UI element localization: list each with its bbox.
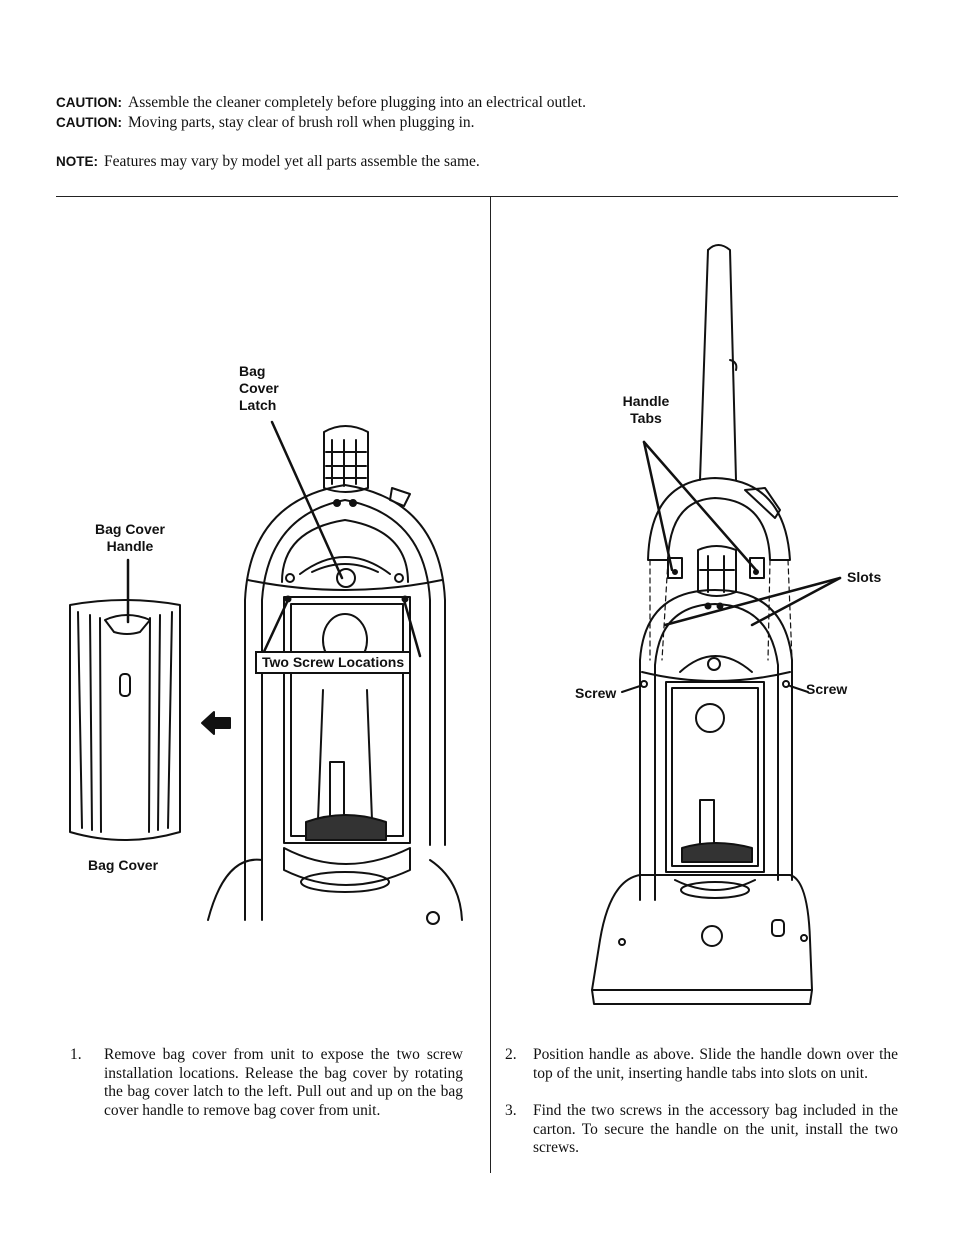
caution-text: Moving parts, stay clear of brush roll w… bbox=[128, 114, 475, 131]
step-number: 1. bbox=[70, 1046, 82, 1063]
vacuum-body-right-illustration bbox=[591, 244, 813, 1005]
caution-text: Assemble the cleaner completely before p… bbox=[128, 94, 586, 111]
note-features: NOTE: Features may vary by model yet all … bbox=[56, 152, 480, 172]
step-number: 2. bbox=[505, 1046, 517, 1063]
caution-label: CAUTION: bbox=[56, 95, 122, 110]
bag-cover-illustration bbox=[69, 599, 181, 841]
vertical-divider bbox=[490, 196, 491, 1173]
note-label: NOTE: bbox=[56, 154, 98, 169]
bag-cover-latch-label: Bag Cover Latch bbox=[239, 363, 279, 413]
slots-label: Slots bbox=[847, 569, 882, 585]
step-number: 3. bbox=[505, 1102, 517, 1119]
caution-label: CAUTION: bbox=[56, 115, 122, 130]
step-text: Find the two screws in the accessory bag… bbox=[533, 1102, 898, 1156]
two-screw-locations-label: Two Screw Locations bbox=[255, 651, 412, 674]
screw-right-label: Screw bbox=[806, 681, 848, 697]
handle-tabs-label: Handle Tabs bbox=[622, 393, 670, 426]
note-text: Features may vary by model yet all parts… bbox=[104, 153, 480, 170]
horizontal-divider bbox=[56, 196, 898, 197]
step-text: Position handle as above. Slide the hand… bbox=[533, 1046, 898, 1082]
step-text: Remove bag cover from unit to expose the… bbox=[104, 1046, 463, 1119]
caution-assemble: CAUTION: Assemble the cleaner completely … bbox=[56, 93, 586, 113]
caution-moving-parts: CAUTION: Moving parts, stay clear of brus… bbox=[56, 113, 475, 133]
bag-cover-label: Bag Cover bbox=[88, 857, 159, 873]
bag-cover-handle-label: Bag Cover Handle bbox=[94, 521, 166, 554]
vacuum-body-left-illustration bbox=[207, 425, 463, 925]
screw-left-label: Screw bbox=[575, 685, 617, 701]
